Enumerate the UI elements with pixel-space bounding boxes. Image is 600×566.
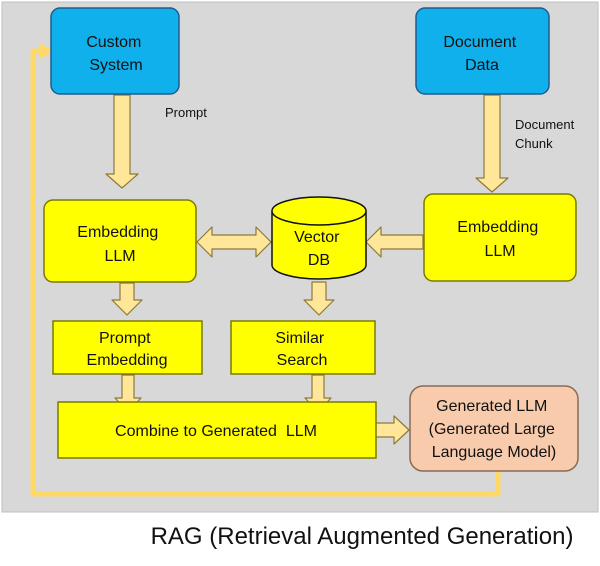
document-data-label: Document Data: [443, 34, 520, 74]
arrow-embedding-to-prompt-embedding: [111, 282, 143, 316]
vector-db-label: Vector DB: [294, 229, 344, 269]
arrow-embedding-vectordb-bidirectional: [196, 226, 272, 258]
prompt-embedding-box: [52, 320, 203, 375]
combine-box: [57, 401, 377, 459]
feedback-loop-line: [30, 48, 501, 497]
caption: RAG (Retrieval Augmented Generation): [151, 523, 574, 550]
prompt-annotation: Prompt: [165, 105, 207, 120]
arrow-document-to-embedding: [475, 94, 509, 193]
vector-db-cylinder: [271, 196, 367, 280]
embedding-llm-left-box: [43, 199, 197, 283]
embedding-llm-right-label: Embedding LLM: [457, 219, 542, 260]
arrow-vectordb-to-similar-search: [303, 281, 335, 316]
feedback-loop-arrowhead: [40, 43, 53, 59]
arrow-embedding-to-vectordb: [365, 226, 424, 258]
prompt-embedding-label: Prompt Embedding: [87, 330, 168, 369]
document-chunk-annotation: Document Chunk: [515, 117, 578, 151]
similar-search-label: Similar Search: [275, 330, 328, 369]
custom-system-label: Custom System: [86, 34, 146, 74]
generated-llm-box: [409, 385, 579, 472]
arrow-custom-to-embedding: [105, 94, 139, 189]
combine-label: Combine to Generated LLM: [115, 423, 317, 440]
document-data-box: [415, 7, 550, 95]
generated-llm-label: Generated LLM (Generated Large Language …: [429, 398, 560, 461]
embedding-llm-right-box: [423, 193, 577, 282]
embedding-llm-left-label: Embedding LLM: [77, 224, 162, 265]
similar-search-box: [230, 320, 376, 375]
custom-system-box: [50, 7, 180, 95]
